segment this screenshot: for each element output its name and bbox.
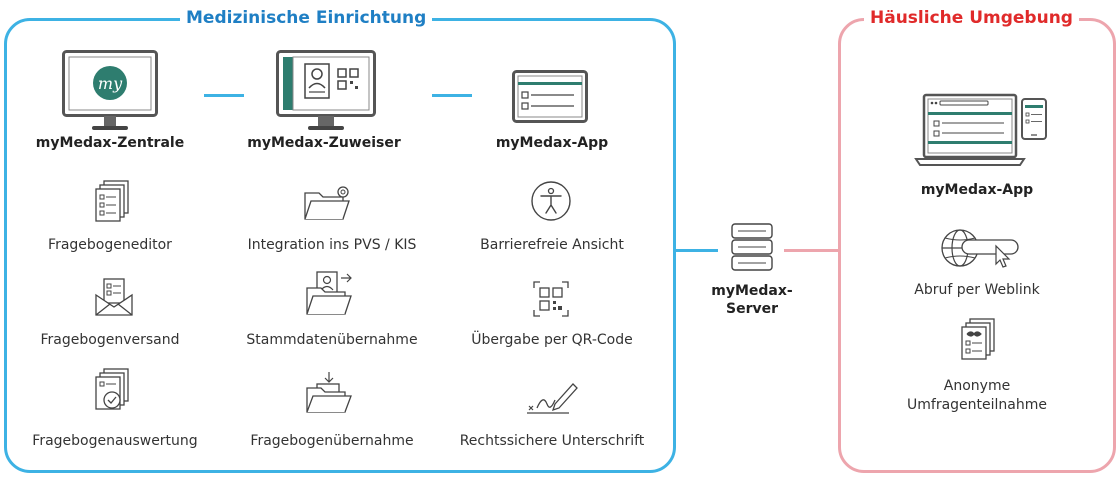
envelope-questionnaire-icon [94, 277, 134, 317]
qr-code-icon [532, 280, 570, 318]
feature-label: Fragebogenversand [40, 332, 180, 348]
logo-text: my [98, 74, 123, 93]
feature-label: Barrierefreie Ansicht [480, 237, 624, 253]
folder-gear-icon [303, 183, 353, 223]
feature-label: Rechtssichere Unterschrift [459, 433, 645, 449]
questionnaire-evaluation-icon [94, 368, 130, 414]
device-label-zuweiser: myMedax-Zuweiser [247, 135, 401, 151]
globe-weblink-icon [940, 226, 1024, 272]
device-label-zentrale: myMedax-Zentrale [35, 135, 185, 151]
home-environment-title: Häusliche Umgebung [864, 5, 1079, 31]
laptop-phone-icon [914, 93, 1048, 169]
anonymous-survey-icon [958, 318, 998, 364]
monitor-logo-icon: my [62, 50, 158, 136]
questionnaire-editor-icon [94, 180, 130, 224]
feature-label: Stammdatenübernahme [246, 332, 418, 348]
tablet-icon [512, 70, 588, 124]
medical-facility-title: Medizinische Einrichtung [180, 5, 433, 31]
accessibility-icon [530, 180, 572, 222]
folder-person-icon [305, 270, 355, 318]
device-label-app-right: myMedax-App [920, 182, 1034, 198]
feature-label: Integration ins PVS / KIS [247, 237, 417, 253]
feature-label: Abruf per Weblink [914, 282, 1040, 298]
feature-label: Übergabe per QR-Code [471, 332, 633, 348]
server-label-line1: myMedax- [711, 283, 793, 299]
connector-zentrale-zuweiser [204, 94, 244, 97]
connector-left-server [676, 249, 718, 252]
connector-zuweiser-app [432, 94, 472, 97]
folder-import-icon [305, 370, 353, 416]
monitor-id-qr-icon [276, 50, 376, 136]
connector-server-right [784, 249, 838, 252]
feature-label: Anonyme [943, 378, 1011, 394]
feature-label: Fragebogenauswertung [32, 433, 198, 449]
database-server-icon [730, 222, 774, 274]
feature-label: Umfragenteilnahme [907, 397, 1047, 413]
signature-pen-icon [525, 380, 581, 414]
device-label-app-left: myMedax-App [495, 135, 609, 151]
feature-label: Fragebogenübernahme [250, 433, 414, 449]
feature-label: Fragebogeneditor [48, 237, 172, 253]
server-label-line2: Server [725, 301, 778, 317]
